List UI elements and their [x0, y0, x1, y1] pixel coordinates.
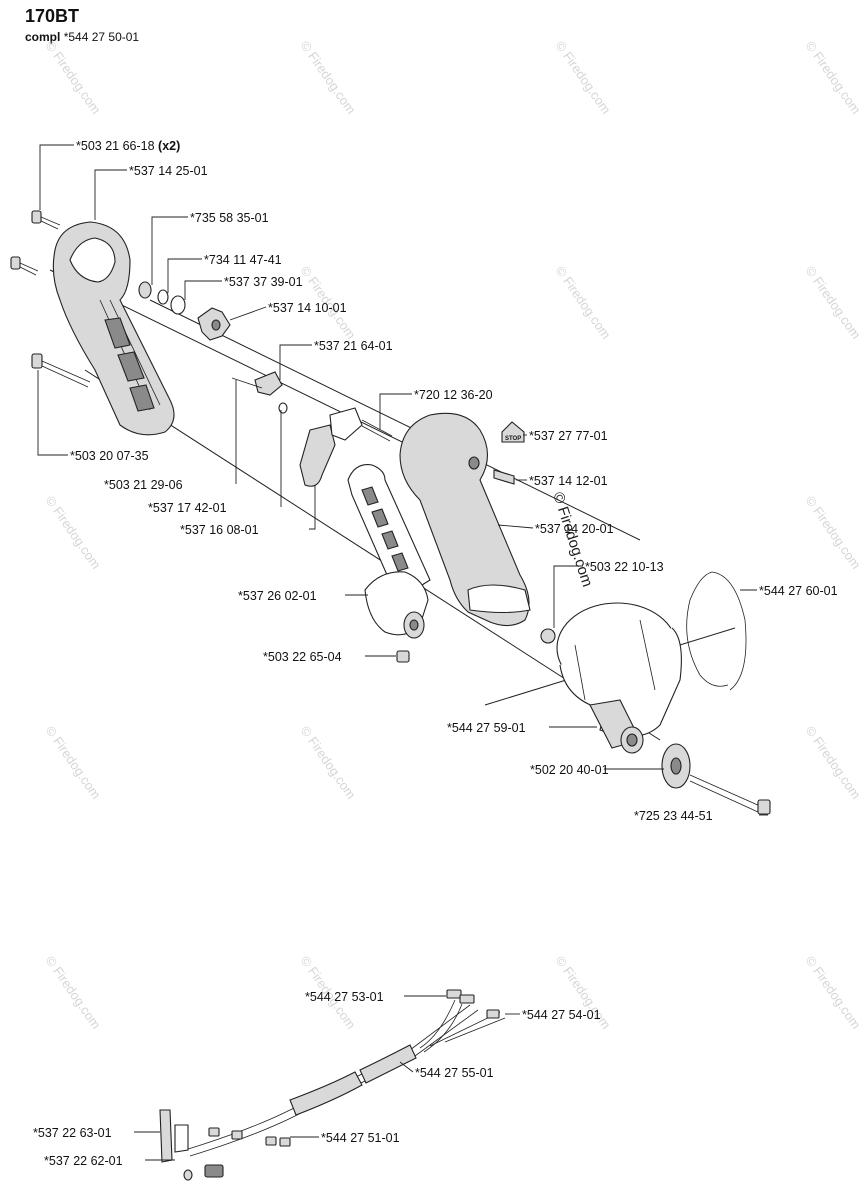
watermark: © Firedog.com [553, 38, 614, 117]
handle-half-left-part [52, 221, 175, 436]
screw-part [31, 210, 61, 230]
lockout-part [329, 407, 363, 441]
throttle-lever-part [254, 371, 283, 396]
part-label: *503 22 10-13 [585, 560, 664, 574]
firedog-watermark: © Firedog.com [549, 490, 596, 589]
retaining-ring-part [686, 571, 747, 691]
part-label: *537 14 20-01 [535, 522, 614, 536]
long-screw-part [31, 353, 91, 388]
watermark: © Firedog.com [803, 263, 864, 342]
watermark: © Firedog.com [43, 953, 104, 1032]
leader-lines [37, 144, 768, 816]
part-label: *544 27 54-01 [522, 1008, 601, 1022]
o-ring-part [170, 295, 186, 315]
assembly-subtitle: compl *544 27 50-01 [25, 30, 139, 44]
large-bevel-gear-part [661, 743, 691, 789]
watermark: © Firedog.com [43, 723, 104, 802]
compl-part-number: *544 27 50-01 [63, 30, 140, 44]
switch-bracket-part [159, 1109, 173, 1163]
part-label: *503 20 07-35 [70, 449, 149, 463]
stud-part [493, 469, 515, 485]
part-label: *537 14 10-01 [268, 301, 347, 315]
knob-hole [211, 319, 221, 331]
watermark: © Firedog.com [803, 723, 864, 802]
square-nut-part [396, 650, 410, 663]
part-label: *537 22 62-01 [44, 1154, 123, 1168]
terminal-connector [446, 989, 462, 999]
part-label: *725 23 44-51 [634, 809, 713, 823]
spring-part [278, 402, 288, 414]
watermark: © Firedog.com [803, 493, 864, 572]
stop-decal-part: STOP [501, 421, 525, 443]
part-label: *537 37 39-01 [224, 275, 303, 289]
watermark: © Firedog.com [803, 953, 864, 1032]
part-label: *544 27 60-01 [759, 584, 838, 598]
part-label: *544 27 53-01 [305, 990, 384, 1004]
leader-lines [134, 995, 520, 1161]
watermark: © Firedog.com [553, 263, 614, 342]
part-label: *537 27 77-01 [529, 429, 608, 443]
compl-prefix: compl [25, 30, 61, 44]
part-label: *734 11 47-41 [204, 253, 282, 267]
part-label: *503 21 29-06 [104, 478, 183, 492]
watermark: © Firedog.com [298, 723, 359, 802]
handle-half-right-part [399, 412, 531, 627]
part-labels: *544 27 53-01 *544 27 54-01 *544 27 55-0… [33, 990, 601, 1168]
terminal-connector [486, 1009, 500, 1019]
part-label: *544 27 55-01 [415, 1066, 494, 1080]
part-labels: *503 21 66-18 (x2) *537 14 25-01 *735 58… [70, 139, 838, 823]
clamp-bracket-part [556, 602, 682, 754]
part-label: *537 14 12-01 [529, 474, 608, 488]
trigger-part [299, 424, 336, 487]
watermark: © Firedog.com [803, 38, 864, 117]
nut-part [540, 628, 556, 644]
part-label: *537 21 64-01 [314, 339, 393, 353]
switch-plate-part [174, 1124, 189, 1153]
part-label: *544 27 51-01 [321, 1131, 400, 1145]
part-label: *735 58 35-01 [190, 211, 269, 225]
terminal-connector [459, 994, 475, 1004]
bevel-gear-part [403, 611, 425, 639]
pin-part [361, 419, 393, 437]
part-label: *537 22 63-01 [33, 1126, 112, 1140]
pin-part [361, 425, 391, 442]
switch-part [204, 1164, 224, 1178]
part-label: *537 14 25-01 [129, 164, 208, 178]
part-label: *537 16 08-01 [180, 523, 259, 537]
watermark: © Firedog.com [43, 493, 104, 572]
stop-decal-text: STOP [505, 436, 521, 442]
part-label: *503 21 66-18 (x2) [76, 139, 180, 153]
spring-pin [231, 377, 263, 389]
grip-tube-part [347, 464, 431, 601]
part-label: *503 22 65-04 [263, 650, 342, 664]
part-label: *502 20 40-01 [530, 763, 609, 777]
part-label: *537 26 02-01 [238, 589, 317, 603]
part-label: *544 27 59-01 [447, 721, 526, 735]
watermark: © Firedog.com [43, 38, 104, 117]
watermark: © Firedog.com [298, 38, 359, 117]
long-bolt-part [689, 774, 771, 815]
part-label: *720 12 36-20 [414, 388, 493, 402]
screw-part [10, 256, 39, 276]
part-label: *537 17 42-01 [148, 501, 227, 515]
washer-part [138, 281, 152, 299]
model-title: 170BT [25, 6, 80, 26]
washer-part [157, 289, 169, 305]
wiring-harness-part [159, 989, 506, 1181]
